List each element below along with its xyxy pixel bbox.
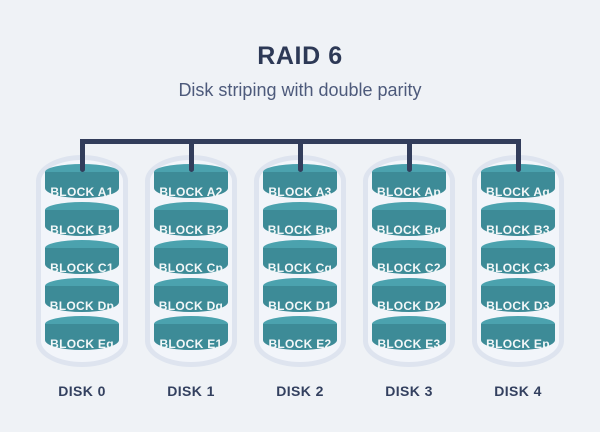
cylinder-body [481, 172, 555, 198]
disk-casing: BLOCK Ap BLOCK Bq BLOCK C2 [363, 155, 455, 367]
cylinder-body [154, 286, 228, 312]
cylinder-body [154, 210, 228, 236]
disk-label: DISK 1 [167, 383, 215, 399]
cylinder-body [372, 324, 446, 350]
cylinder-body [45, 248, 119, 274]
disk-block: BLOCK B3 [481, 202, 555, 237]
cylinder-body [45, 324, 119, 350]
disk-block: BLOCK A2 [154, 164, 228, 199]
block-label: BLOCK C1 [50, 261, 114, 275]
disk-block: BLOCK A1 [45, 164, 119, 199]
block-label: BLOCK Eq [50, 337, 114, 351]
disk-block: BLOCK Ap [372, 164, 446, 199]
cylinder-body [481, 324, 555, 350]
disk-block: BLOCK B2 [154, 202, 228, 237]
disk-casing-inner: BLOCK Ap BLOCK Bq BLOCK C2 [368, 160, 450, 362]
block-label: BLOCK Dq [158, 299, 224, 313]
cylinder-body [154, 172, 228, 198]
disk-casing-inner: BLOCK A2 BLOCK B2 BLOCK Cp [150, 160, 232, 362]
block-label: BLOCK E1 [159, 337, 223, 351]
cylinder-body [372, 248, 446, 274]
block-label: BLOCK E2 [268, 337, 332, 351]
disk-block: BLOCK B1 [45, 202, 119, 237]
disk-row: BLOCK A1 BLOCK B1 BLOCK C1 [36, 155, 564, 399]
cylinder-body [45, 172, 119, 198]
disk-block: BLOCK C3 [481, 240, 555, 275]
block-label: BLOCK Ap [377, 185, 441, 199]
block-label: BLOCK C2 [377, 261, 441, 275]
disk-block: BLOCK Aq [481, 164, 555, 199]
disk-block: BLOCK E2 [263, 316, 337, 351]
block-label: BLOCK Dp [49, 299, 115, 313]
cylinder-body [263, 286, 337, 312]
disk-block: BLOCK Cq [263, 240, 337, 275]
disk-column-2: BLOCK A3 BLOCK Bp BLOCK Cq [254, 155, 346, 399]
disk-block: BLOCK E1 [154, 316, 228, 351]
disk-column-3: BLOCK Ap BLOCK Bq BLOCK C2 [363, 155, 455, 399]
cylinder-body [263, 210, 337, 236]
block-label: BLOCK Cq [267, 261, 333, 275]
disk-column-4: BLOCK Aq BLOCK B3 BLOCK C3 [472, 155, 564, 399]
disk-column-1: BLOCK A2 BLOCK B2 BLOCK Cp [145, 155, 237, 399]
disk-casing-inner: BLOCK A3 BLOCK Bp BLOCK Cq [259, 160, 341, 362]
cylinder-body [263, 248, 337, 274]
disk-block: BLOCK D3 [481, 278, 555, 313]
block-label: BLOCK B1 [50, 223, 114, 237]
cylinder-body [263, 172, 337, 198]
disk-block: BLOCK Bp [263, 202, 337, 237]
disk-casing: BLOCK A1 BLOCK B1 BLOCK C1 [36, 155, 128, 367]
bus-horizontal-line [80, 139, 520, 144]
block-label: BLOCK D1 [268, 299, 332, 313]
block-label: BLOCK A2 [159, 185, 223, 199]
disk-block: BLOCK C1 [45, 240, 119, 275]
disk-casing-inner: BLOCK A1 BLOCK B1 BLOCK C1 [41, 160, 123, 362]
block-label: BLOCK B2 [159, 223, 223, 237]
disk-block: BLOCK Ep [481, 316, 555, 351]
disk-casing: BLOCK Aq BLOCK B3 BLOCK C3 [472, 155, 564, 367]
block-label: BLOCK B3 [486, 223, 550, 237]
block-label: BLOCK A3 [268, 185, 332, 199]
disk-label: DISK 4 [494, 383, 542, 399]
block-label: BLOCK A1 [50, 185, 114, 199]
cylinder-body [154, 324, 228, 350]
cylinder-body [481, 210, 555, 236]
disk-label: DISK 3 [385, 383, 433, 399]
cylinder-body [263, 324, 337, 350]
cylinder-body [372, 286, 446, 312]
block-label: BLOCK Cp [158, 261, 224, 275]
cylinder-body [481, 248, 555, 274]
block-label: BLOCK D3 [486, 299, 550, 313]
block-label: BLOCK Bp [267, 223, 333, 237]
cylinder-body [372, 172, 446, 198]
disk-block: BLOCK D1 [263, 278, 337, 313]
disk-label: DISK 0 [58, 383, 106, 399]
disk-block: BLOCK Dq [154, 278, 228, 313]
disk-label: DISK 2 [276, 383, 324, 399]
disk-block: BLOCK Eq [45, 316, 119, 351]
block-label: BLOCK Aq [486, 185, 550, 199]
disk-block: BLOCK Bq [372, 202, 446, 237]
page-subtitle: Disk striping with double parity [178, 80, 422, 100]
block-label: BLOCK E3 [377, 337, 441, 351]
disk-column-0: BLOCK A1 BLOCK B1 BLOCK C1 [36, 155, 128, 399]
cylinder-body [154, 248, 228, 274]
disk-block: BLOCK Cp [154, 240, 228, 275]
cylinder-body [45, 286, 119, 312]
block-label: BLOCK D2 [377, 299, 441, 313]
block-label: BLOCK Bq [376, 223, 442, 237]
block-label: BLOCK Ep [486, 337, 550, 351]
cylinder-body [45, 210, 119, 236]
disk-block: BLOCK A3 [263, 164, 337, 199]
disk-block: BLOCK Dp [45, 278, 119, 313]
page-title: RAID 6 [257, 42, 343, 70]
disk-block: BLOCK C2 [372, 240, 446, 275]
cylinder-body [481, 286, 555, 312]
disk-casing: BLOCK A3 BLOCK Bp BLOCK Cq [254, 155, 346, 367]
disk-block: BLOCK D2 [372, 278, 446, 313]
disk-casing-inner: BLOCK Aq BLOCK B3 BLOCK C3 [477, 160, 559, 362]
disk-block: BLOCK E3 [372, 316, 446, 351]
cylinder-body [372, 210, 446, 236]
disk-casing: BLOCK A2 BLOCK B2 BLOCK Cp [145, 155, 237, 367]
block-label: BLOCK C3 [486, 261, 550, 275]
